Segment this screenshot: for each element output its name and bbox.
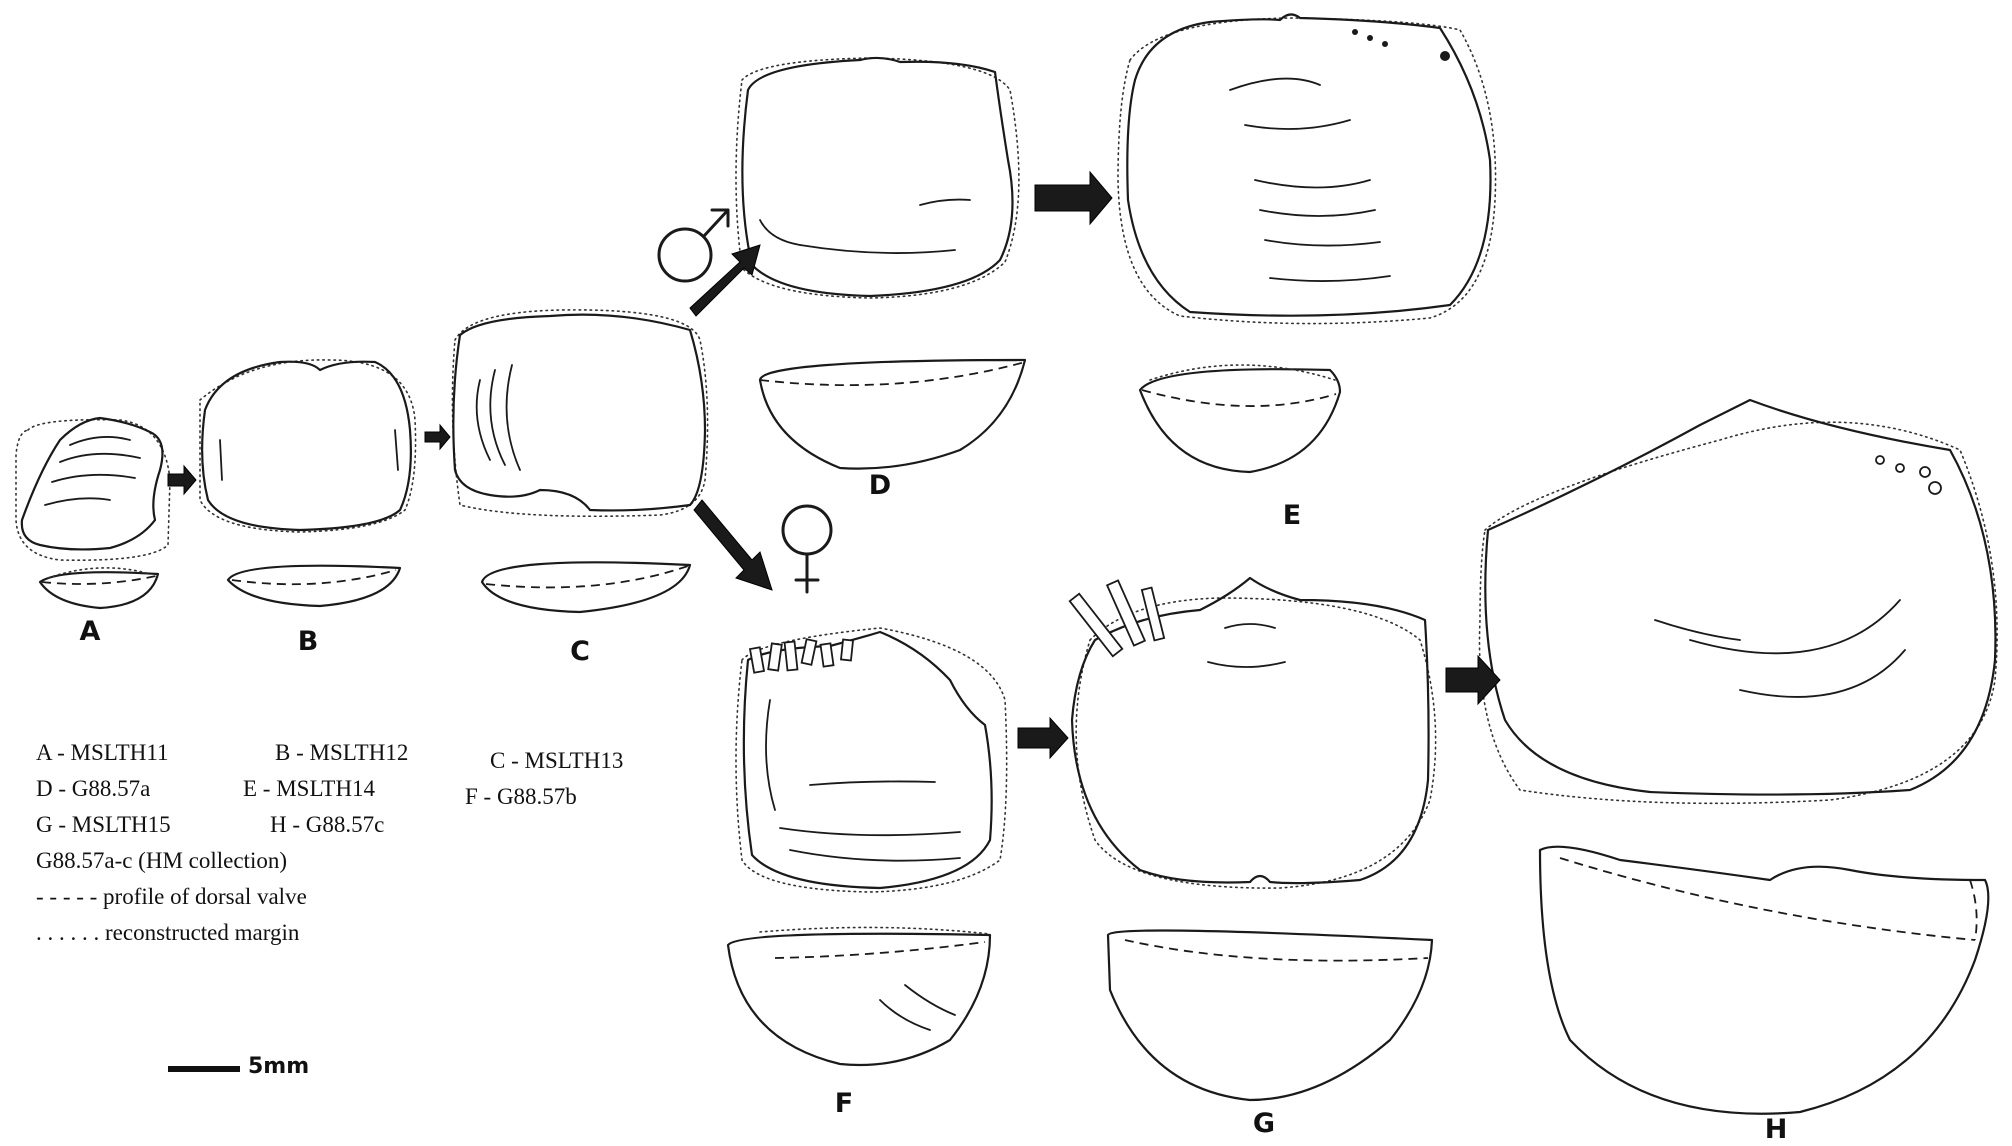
legend-item-b: B - MSLTH12 bbox=[275, 740, 408, 766]
legend-item-g: G - MSLTH15 bbox=[36, 812, 171, 838]
specimen-b bbox=[200, 360, 416, 606]
specimen-g bbox=[1072, 578, 1436, 1100]
arrow-a-b bbox=[168, 466, 196, 494]
label-f: F bbox=[835, 1088, 853, 1119]
arrow-f-g bbox=[1018, 718, 1068, 758]
label-g: G bbox=[1253, 1108, 1275, 1139]
specimen-e bbox=[1118, 14, 1496, 472]
scale-bar-label: 5mm bbox=[248, 1054, 309, 1079]
legend-item-d: D - G88.57a bbox=[36, 776, 150, 802]
specimen-d bbox=[736, 58, 1025, 469]
legend-item-e: E - MSLTH14 bbox=[243, 776, 375, 802]
epizoans bbox=[750, 29, 1941, 673]
label-e: E bbox=[1283, 500, 1301, 531]
legend-dotted-line: . . . . . . reconstructed margin bbox=[36, 920, 299, 946]
legend-item-a: A - MSLTH11 bbox=[36, 740, 169, 766]
female-symbol bbox=[783, 506, 831, 592]
scale-bar-line bbox=[168, 1066, 240, 1072]
arrow-c-f bbox=[694, 500, 772, 590]
label-d: D bbox=[869, 470, 891, 501]
arrow-b-c bbox=[425, 425, 450, 449]
arrow-d-e bbox=[1035, 172, 1112, 224]
specimen-a bbox=[16, 418, 170, 608]
specimen-f bbox=[728, 628, 1007, 1065]
legend-dashed-line: - - - - - profile of dorsal valve bbox=[36, 884, 307, 910]
legend-collection-note: G88.57a-c (HM collection) bbox=[36, 848, 287, 874]
label-h: H bbox=[1765, 1114, 1788, 1145]
legend-item-c: C - MSLTH13 bbox=[490, 748, 623, 774]
specimen-h bbox=[1480, 400, 1998, 1114]
label-b: B bbox=[298, 626, 319, 657]
arrow-c-d bbox=[690, 245, 760, 316]
legend-item-f: F - G88.57b bbox=[465, 784, 577, 810]
specimen-c bbox=[452, 310, 707, 612]
label-a: A bbox=[80, 616, 101, 647]
male-symbol bbox=[659, 210, 728, 281]
legend-item-h: H - G88.57c bbox=[270, 812, 384, 838]
label-c: C bbox=[570, 636, 590, 667]
